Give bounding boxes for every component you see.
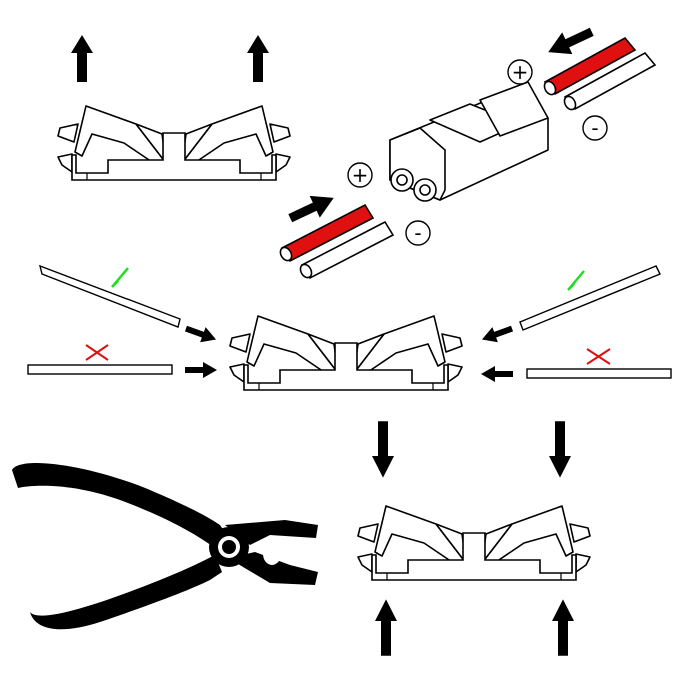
svg-text:-: -: [591, 116, 598, 140]
connector-crimped: [358, 506, 590, 580]
wire-correct-angle: [38, 264, 181, 328]
wire-wrong-angle: [526, 368, 672, 379]
svg-text:+: +: [352, 163, 369, 187]
power-connector-icon: [389, 81, 549, 202]
arrow-up-icon: [375, 599, 397, 656]
pliers-icon: [12, 462, 318, 630]
negative-label: -: [405, 220, 431, 246]
positive-label: +: [347, 162, 373, 188]
check-mark-icon: [111, 267, 129, 288]
wire-correct-angle: [519, 265, 661, 331]
connector-open: [58, 106, 290, 180]
check-mark-icon: [567, 270, 585, 291]
wire-icon: [279, 203, 395, 280]
wire-wrong-angle: [27, 364, 173, 375]
connector-insertion: [230, 316, 462, 390]
cross-mark-icon: [85, 344, 109, 361]
negative-label: -: [582, 115, 608, 141]
cross-mark-icon: [586, 348, 611, 365]
arrow-down-icon: [372, 421, 394, 478]
arrow-up-icon: [71, 35, 93, 82]
arrow-icon: [185, 362, 217, 378]
arrow-icon: [543, 20, 597, 64]
svg-text:+: +: [512, 60, 529, 84]
arrow-up-icon: [247, 35, 269, 82]
wire-icon: [543, 36, 657, 111]
arrow-icon: [183, 321, 219, 347]
arrow-up-icon: [552, 599, 574, 656]
positive-label: +: [507, 59, 533, 85]
arrow-icon: [481, 366, 513, 382]
arrow-down-icon: [549, 421, 571, 478]
svg-text:-: -: [414, 221, 421, 245]
arrow-icon: [479, 321, 515, 347]
